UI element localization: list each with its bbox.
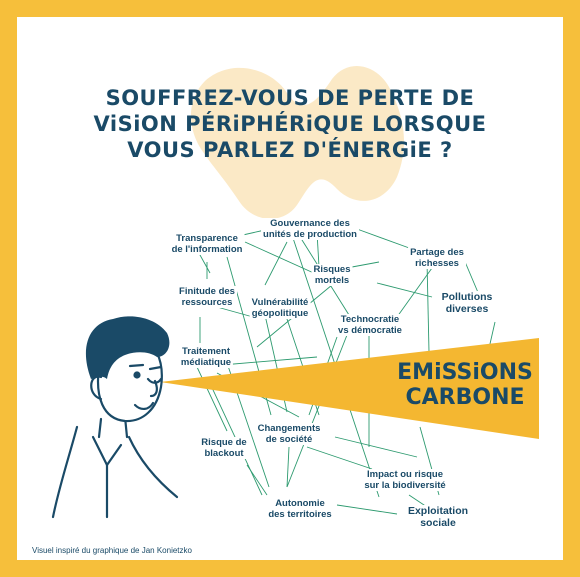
node-impact: Impact ou risque sur la biodiversité (362, 469, 448, 491)
node-autonomie: Autonomie des territoires (266, 498, 334, 520)
node-traitement: Traitement médiatique (178, 346, 234, 368)
node-exploitation: Exploitation sociale (405, 505, 471, 529)
node-technocratie: Technocratie vs démocratie (336, 314, 404, 336)
headline-line-2: ViSiON PÉRiPHÉRiQUE LORSQUE (93, 112, 487, 136)
infographic-card: SOUFFREZ-VOUS DE PERTE DE ViSiON PÉRiPHÉ… (17, 17, 563, 560)
node-pollutions: Pollutions diverses (439, 291, 495, 315)
node-finitude: Finitude des ressources (177, 286, 237, 308)
node-gouvernance: Gouvernance des unités de production (261, 218, 359, 240)
background-blob (190, 65, 404, 219)
node-partage: Partage des richesses (408, 247, 466, 269)
node-vulnerabilite: Vulnérabilité géopolitique (249, 297, 311, 319)
node-changements: Changements de société (255, 423, 323, 445)
node-blackout: Risque de blackout (199, 437, 249, 459)
headline-line-3: VOUS PARLEZ D'ÉNERGiE ? (127, 138, 453, 162)
person-illustration (51, 316, 179, 519)
node-transparence: Transparence de l'information (169, 233, 245, 255)
emissions-carbone-label: EMiSSiONS CARBONE (397, 360, 533, 410)
headline: SOUFFREZ-VOUS DE PERTE DE ViSiON PÉRiPHÉ… (17, 85, 563, 163)
headline-line-1: SOUFFREZ-VOUS DE PERTE DE (105, 86, 475, 110)
node-risques-mortels: Risques mortels (311, 264, 353, 286)
vision-beam (160, 338, 539, 439)
credit-text: Visuel inspiré du graphique de Jan Konie… (32, 546, 192, 555)
